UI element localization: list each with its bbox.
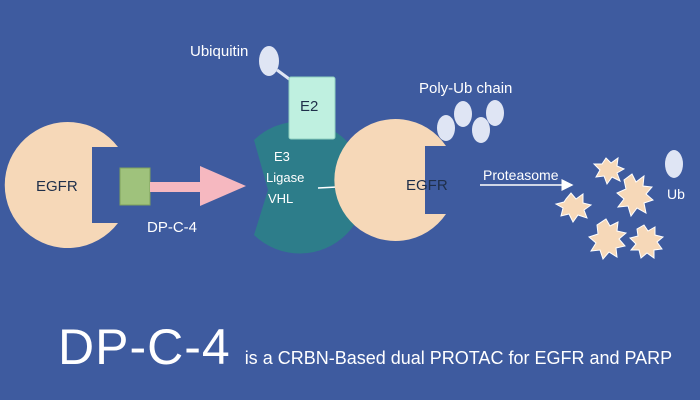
ub-bead [665, 150, 683, 178]
ub-label: Ub [667, 186, 685, 202]
vhl-label: VHL [268, 191, 294, 206]
proteasome-label: Proteasome [483, 167, 559, 183]
fragment-3 [616, 173, 654, 218]
ubiquitin-top-bead [259, 46, 279, 76]
dpc4-small-label: DP-C-4 [147, 219, 198, 236]
pink-connector [150, 182, 202, 192]
fragment-2 [554, 192, 593, 223]
poly-ub-bead-4 [486, 100, 504, 126]
egfr-right-label: EGFR [406, 177, 448, 194]
e2-box [288, 76, 336, 140]
poly-ub-bead-1 [437, 115, 455, 141]
egfr-left-label: EGFR [36, 178, 78, 195]
fragment-5 [629, 224, 665, 259]
caption: DP-C-4 is a CRBN-Based dual PROTAC for E… [58, 318, 672, 376]
pink-triangle-arrow [200, 166, 246, 206]
fragment-4 [588, 218, 628, 260]
poly-ub-chain-label: Poly-Ub chain [419, 80, 513, 97]
linker-square [119, 167, 151, 206]
egfr-left-shape [4, 122, 119, 249]
e2-label: E2 [300, 98, 319, 115]
ubiquitin-label: Ubiquitin [190, 43, 249, 60]
ligase-label: Ligase [266, 170, 305, 185]
e3-label: E3 [274, 149, 290, 164]
caption-title: DP-C-4 [58, 319, 231, 375]
e3-ligase-shape [254, 121, 366, 254]
fragment-1 [592, 156, 626, 186]
egfr-right-shape [334, 119, 446, 241]
caption-text: is a CRBN-Based dual PROTAC for EGFR and… [244, 348, 673, 368]
poly-ub-bead-3 [472, 117, 490, 143]
poly-ub-bead-2 [454, 101, 472, 127]
